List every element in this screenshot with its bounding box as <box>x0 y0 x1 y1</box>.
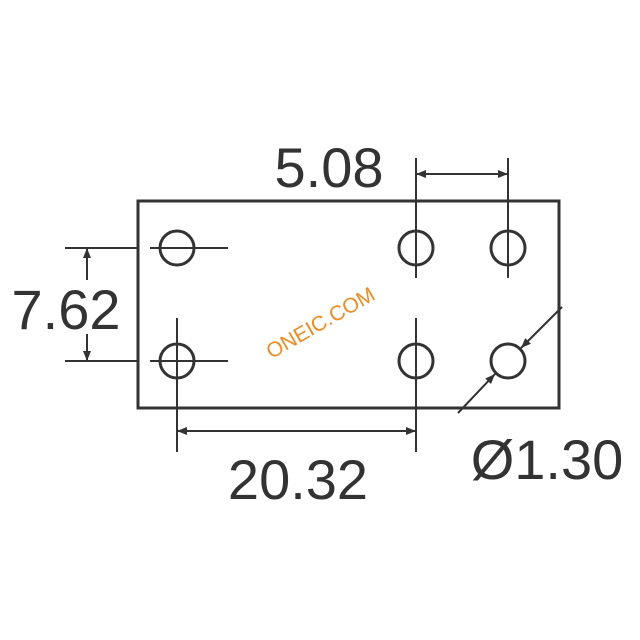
watermark: ONEIC.COM <box>262 283 379 364</box>
diameter-leader <box>520 306 563 349</box>
dimension-label-7-62: 7.62 <box>12 278 121 341</box>
dimension-label-diameter: Ø1.30 <box>471 428 624 491</box>
dimension-label-5-08: 5.08 <box>275 136 384 199</box>
diameter-leader <box>457 373 496 414</box>
dimension-label-20-32: 20.32 <box>228 448 368 511</box>
component-outline <box>136 199 561 410</box>
pin-hole-bottom-right <box>489 342 527 380</box>
